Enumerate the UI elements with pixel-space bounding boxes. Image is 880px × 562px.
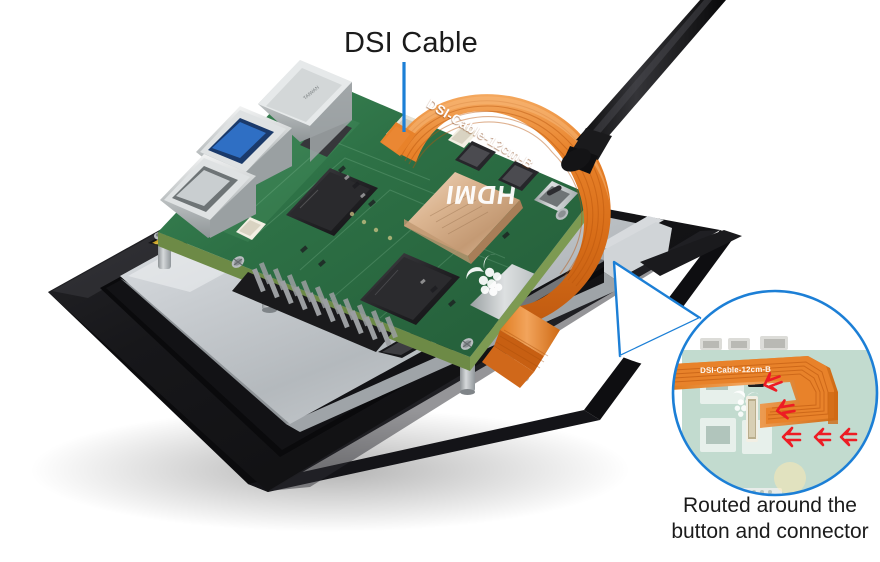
magnifier-circle xyxy=(671,289,879,497)
micro-hdmi-0 xyxy=(498,161,539,191)
magnifier-ring xyxy=(671,289,879,497)
dsi-ribbon-cable xyxy=(380,94,611,388)
board-screw xyxy=(231,256,245,268)
routing-arrows xyxy=(763,372,858,448)
white-connector xyxy=(448,125,478,148)
fan-connector xyxy=(236,217,266,240)
bezel-corner-right xyxy=(640,230,742,276)
dsi-cable-label: DSI Cable xyxy=(344,27,478,59)
svg-text:HDMI: HDMI xyxy=(443,180,518,210)
ram-chip xyxy=(360,253,460,325)
raspberry-logo xyxy=(466,254,503,296)
ribbon-zoom xyxy=(673,356,838,428)
micro-hdmi-1 xyxy=(455,141,496,171)
board-screw xyxy=(460,338,474,350)
routing-caption-line-1: Routed around the xyxy=(683,494,857,517)
gpio-header xyxy=(232,262,398,352)
raspberry-pi-board: HDMI xyxy=(158,60,594,371)
usb3-port-upper xyxy=(196,106,292,190)
routing-caption: Routed around the button and connector xyxy=(664,493,876,545)
power-cable xyxy=(561,0,726,174)
routing-caption-line-2: button and connector xyxy=(671,520,869,543)
ethernet-port: TAIWAN xyxy=(258,60,352,162)
usb-c-power xyxy=(534,181,578,212)
dsi-connector-zoom xyxy=(746,396,758,442)
heatsink xyxy=(404,172,523,264)
hdmi-silkscreen: HDMI xyxy=(443,180,518,210)
usb3-port-lower xyxy=(160,154,256,238)
board-screw xyxy=(555,208,569,220)
